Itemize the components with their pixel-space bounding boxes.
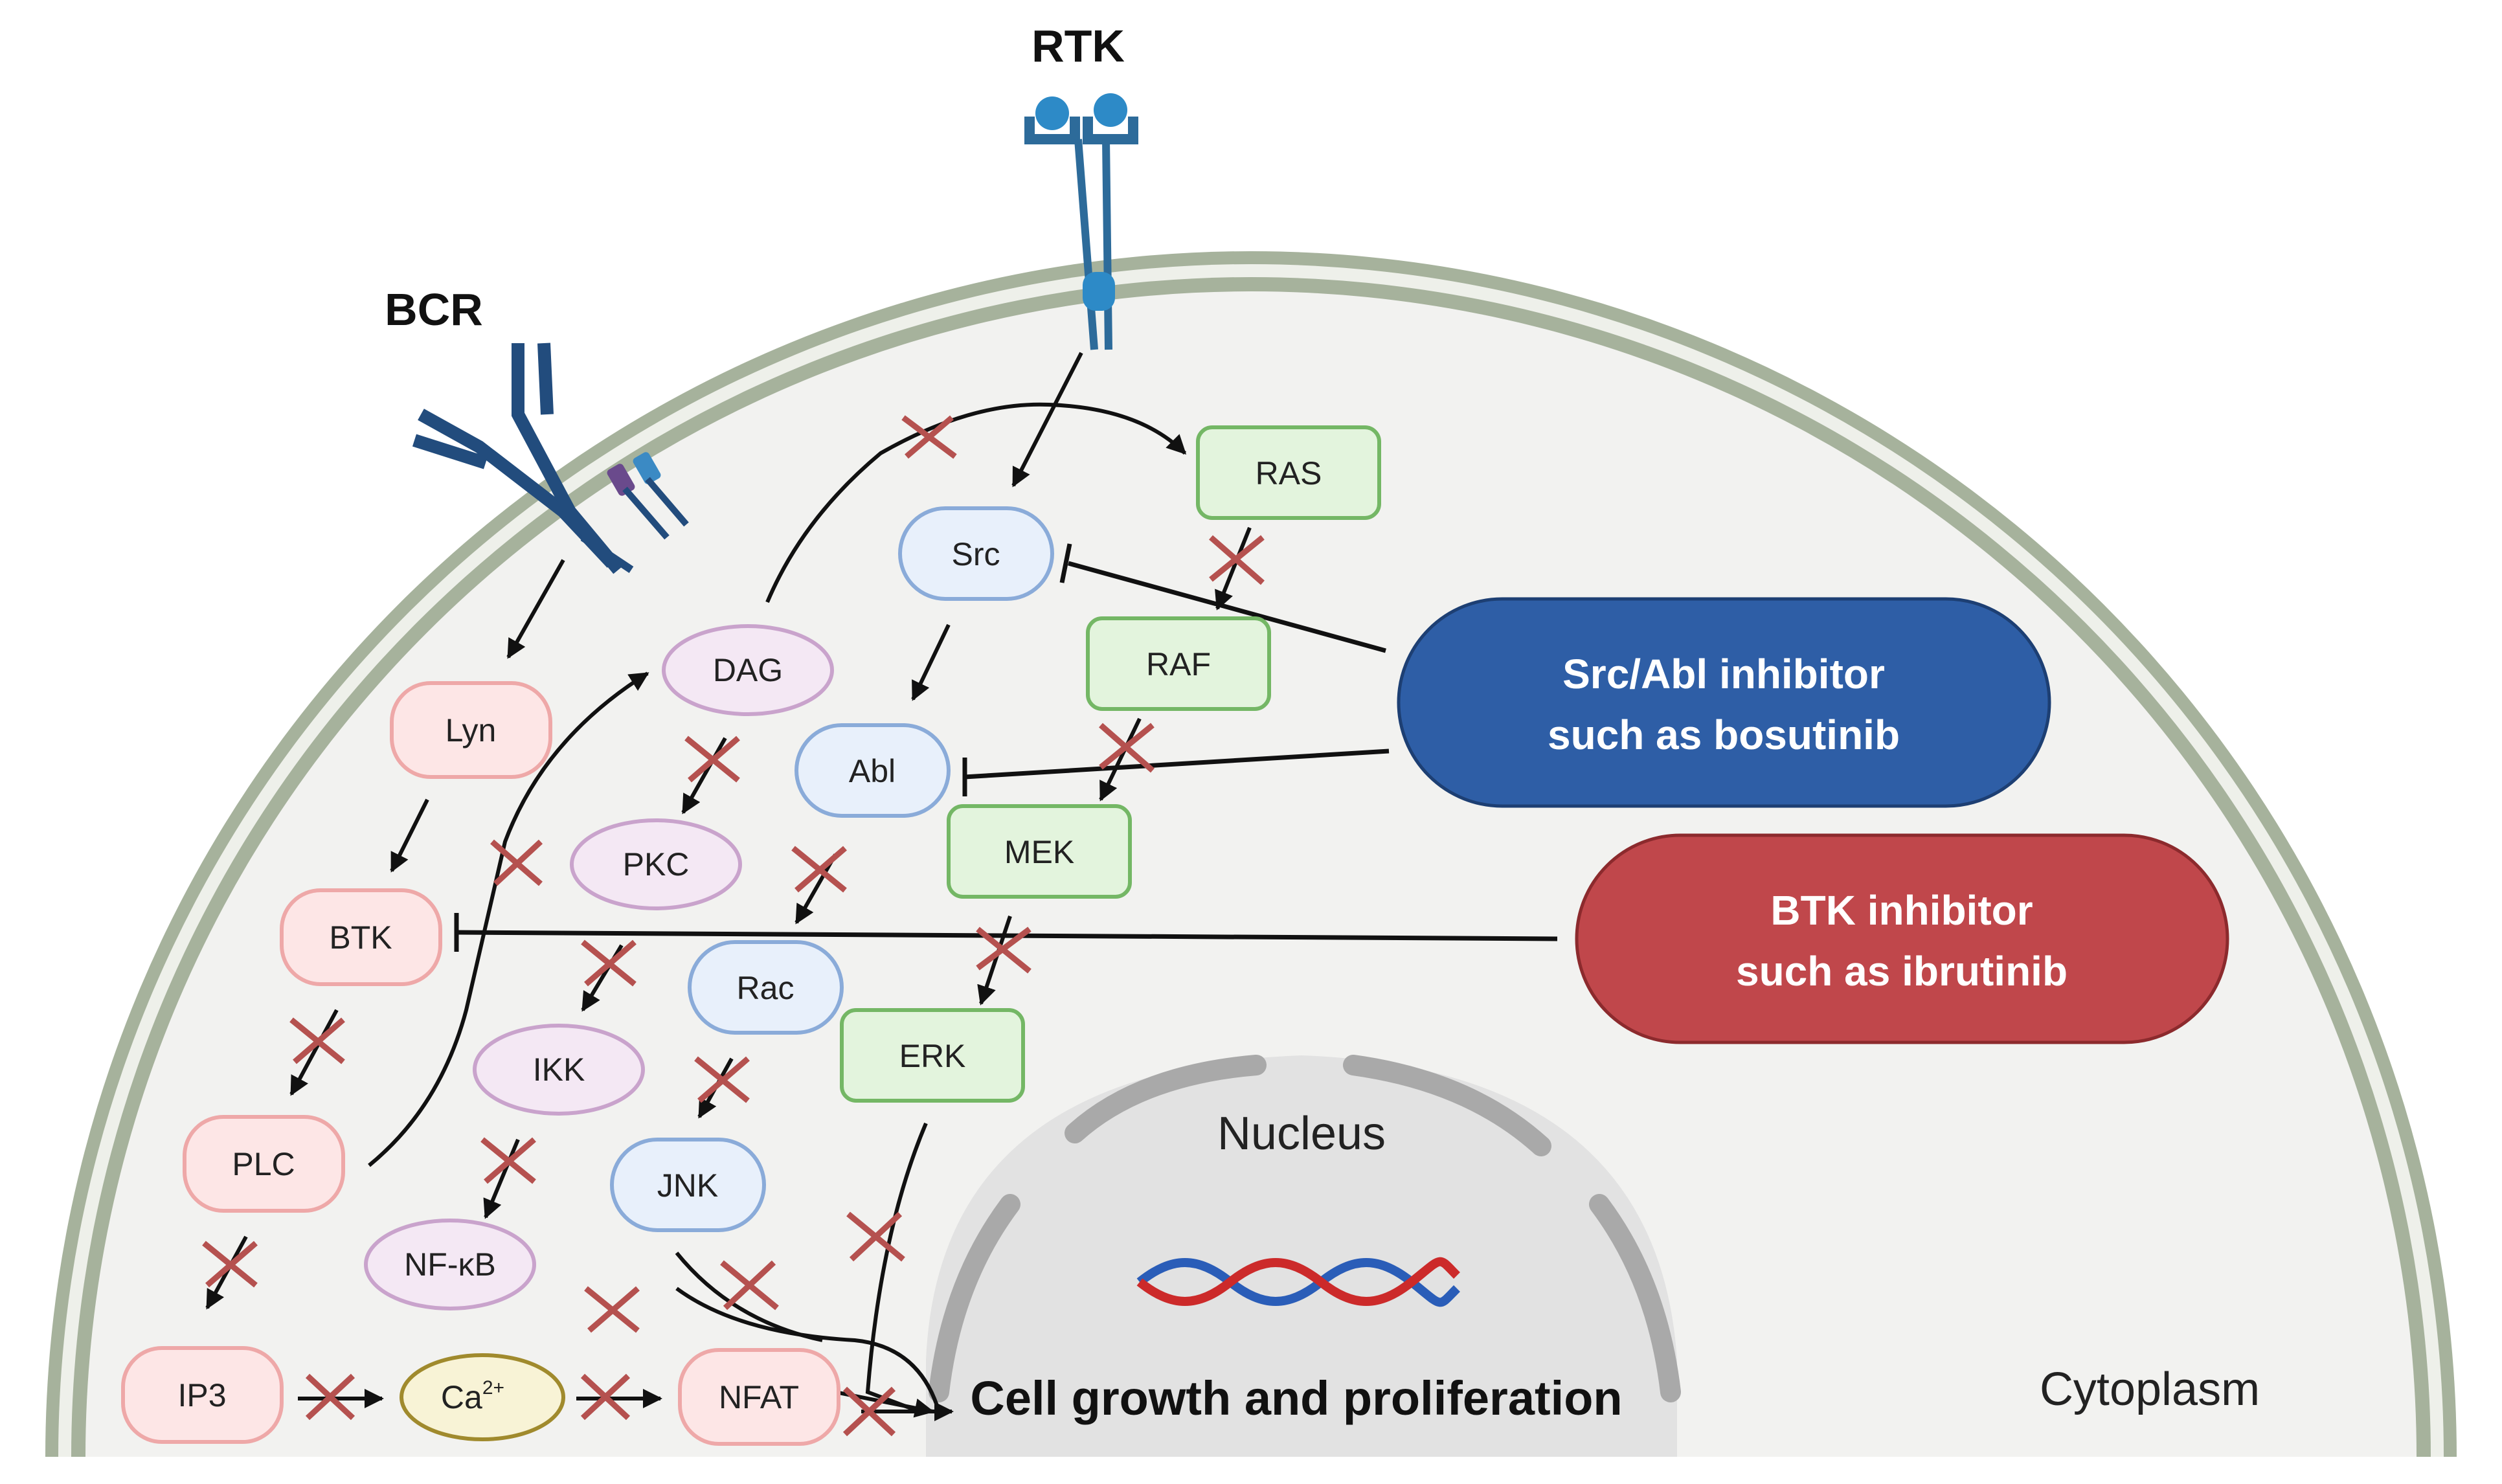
cross-nfkb-outcome (584, 1286, 640, 1333)
dna-icon (1136, 1257, 1460, 1307)
cross-btk-plc (289, 1017, 345, 1064)
cross-raf-mek (1099, 723, 1155, 773)
cross-ip3-ca (305, 1373, 355, 1421)
node-btk-label: BTK (329, 919, 392, 956)
node-pkc-label: PKC (623, 846, 690, 883)
src-abl-inhibitor: Src/Abl inhibitor such as bosutinib (1397, 597, 2051, 808)
svg-text:Ca2+: Ca2+ (441, 1377, 504, 1415)
cross-pkc-ikk (581, 939, 637, 987)
node-ras-label: RAS (1256, 455, 1322, 491)
bcr-label: BCR (385, 284, 483, 335)
btk-inhibitor-line1: BTK inhibitor (1770, 887, 2033, 934)
node-raf-label: RAF (1146, 646, 1211, 682)
node-abl-label: Abl (849, 753, 896, 789)
nucleus: Nucleus (926, 1055, 1681, 1457)
src-abl-inhibitor-line1: Src/Abl inhibitor (1562, 651, 1885, 697)
cross-jnk-outcome (720, 1260, 779, 1310)
cross-nfat-outcome (842, 1386, 896, 1437)
cross-dag-pkc (684, 736, 740, 783)
node-btk: BTK (280, 888, 442, 986)
cytoplasm-label: Cytoplasm (2040, 1364, 2260, 1415)
node-calcium: Ca2+ (400, 1353, 565, 1441)
node-abl: Abl (795, 723, 951, 818)
node-mek: MEK (947, 804, 1132, 899)
cross-ca-nfat (580, 1373, 631, 1421)
node-nfkb: NF-κB (364, 1219, 536, 1310)
node-ip3: IP3 (121, 1346, 284, 1444)
cross-plc-ip3 (202, 1241, 258, 1288)
node-erk: ERK (840, 1008, 1025, 1103)
cross-mek-erk (976, 927, 1031, 974)
cross-ras-raf (1209, 535, 1265, 585)
node-nfat: NFAT (678, 1348, 840, 1446)
node-plc-label: PLC (232, 1146, 295, 1182)
cross-ikk-nfkb (480, 1137, 536, 1184)
rtk-label: RTK (1031, 21, 1125, 71)
nucleus-label: Nucleus (1217, 1108, 1386, 1160)
outcome-label: Cell growth and proliferation (970, 1371, 1622, 1425)
node-calcium-superscript: 2+ (482, 1377, 504, 1399)
node-raf: RAF (1086, 616, 1271, 711)
inhibition-lines (454, 543, 1558, 952)
src-abl-inhibitor-line2: such as bosutinib (1548, 712, 1900, 758)
node-dag: DAG (662, 624, 834, 716)
node-pkc: PKC (570, 818, 742, 910)
node-ip3-label: IP3 (177, 1377, 226, 1413)
btk-inhibitor: BTK inhibitor such as ibrutinib (1575, 833, 2229, 1044)
node-dag-label: DAG (713, 652, 783, 688)
node-erk-label: ERK (899, 1038, 966, 1074)
node-plc: PLC (183, 1115, 345, 1213)
cross-abl-rac (791, 846, 847, 893)
cross-btk-dag (490, 839, 543, 886)
node-lyn-label: Lyn (445, 712, 497, 748)
node-jnk: JNK (610, 1138, 766, 1232)
cross-rac-jnk (694, 1056, 750, 1103)
node-jnk-label: JNK (657, 1167, 718, 1204)
cross-dag-ras (901, 415, 957, 459)
node-lyn: Lyn (390, 681, 552, 779)
rtk-receptor (1024, 93, 1138, 350)
node-src: Src (898, 506, 1054, 601)
cross-erk-outcome (846, 1211, 905, 1262)
node-calcium-label: Ca (441, 1379, 482, 1415)
node-ikk-label: IKK (533, 1051, 585, 1088)
node-ras: RAS (1196, 425, 1381, 520)
red-crosses (202, 415, 1265, 1437)
node-rac-label: Rac (737, 970, 795, 1006)
node-src-label: Src (952, 536, 1000, 572)
btk-inhibitor-line2: such as ibrutinib (1736, 948, 2068, 995)
node-rac: Rac (688, 940, 844, 1035)
node-ikk: IKK (473, 1024, 645, 1116)
node-nfkb-label: NF-κB (404, 1246, 496, 1283)
bcr-receptor (412, 343, 689, 574)
node-nfat-label: NFAT (719, 1379, 799, 1415)
node-mek-label: MEK (1004, 834, 1074, 870)
